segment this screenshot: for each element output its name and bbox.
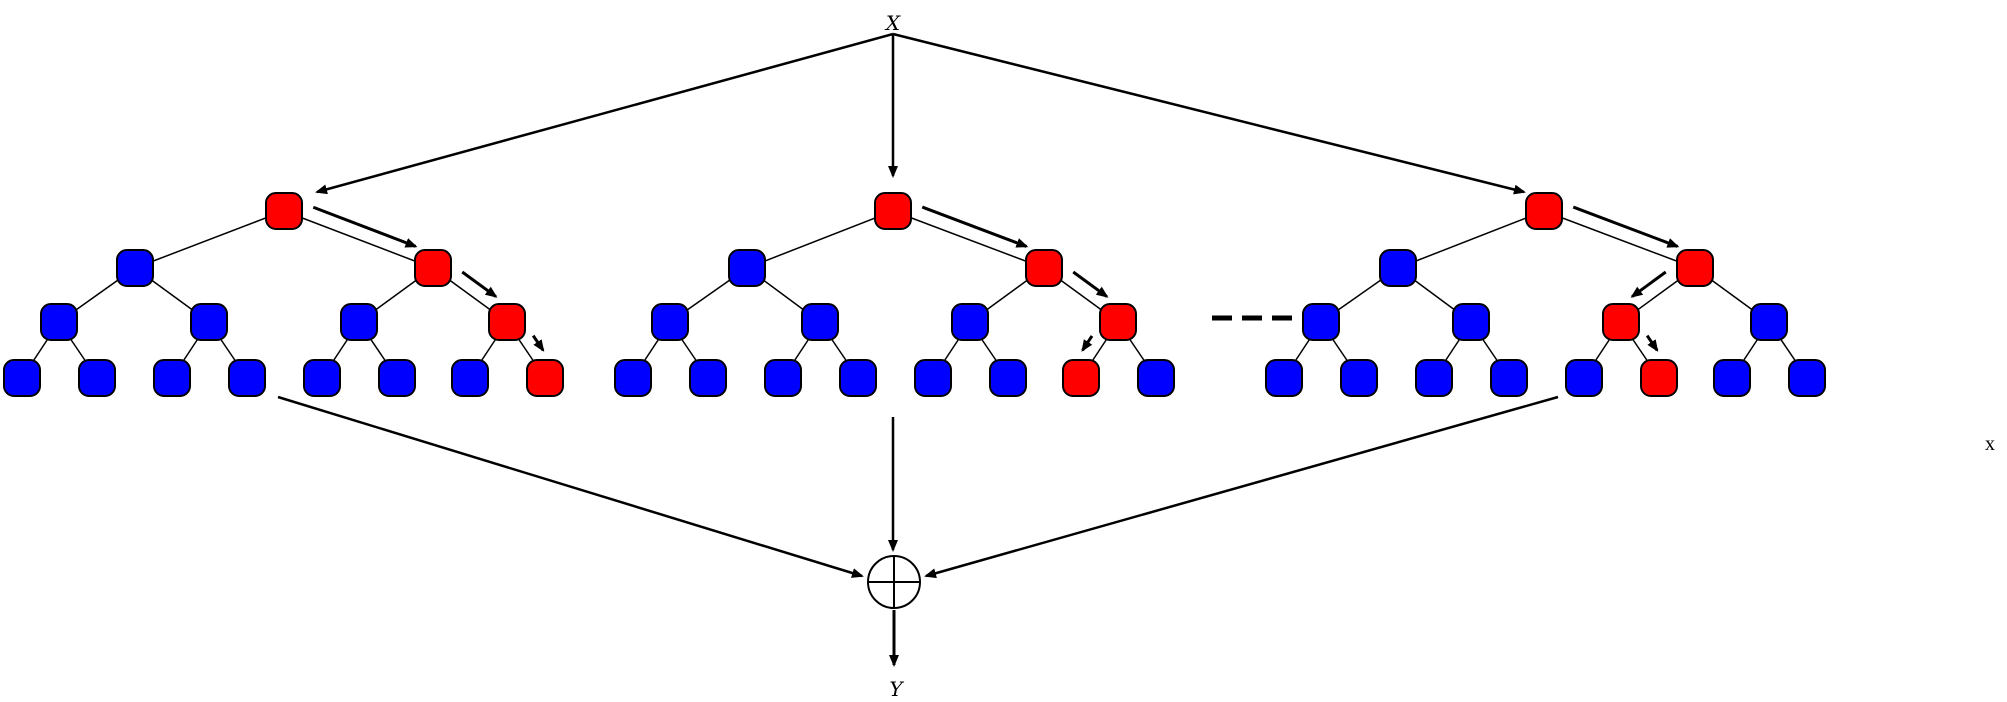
decision-node (1265, 359, 1303, 397)
tree-edge (134, 210, 285, 269)
decision-node (1452, 303, 1490, 341)
input-label: X (884, 11, 901, 35)
traversal-arrow (461, 270, 498, 298)
decision-node-active (488, 303, 526, 341)
decision-node-active (1025, 249, 1063, 287)
traversal-arrow (531, 334, 545, 352)
decision-node (1340, 359, 1378, 397)
decision-node (651, 303, 689, 341)
decision-node (3, 359, 41, 397)
traversal-arrow (312, 205, 418, 248)
traversal-arrow (1081, 335, 1094, 352)
decision-node (78, 359, 116, 397)
input-arrow-left (315, 32, 894, 195)
decision-node (153, 359, 191, 397)
tree-edge (746, 210, 894, 269)
tree-edge (892, 210, 1045, 269)
decision-node (728, 249, 766, 287)
decision-node (689, 359, 727, 397)
decision-node-active (1602, 303, 1640, 341)
decision-node (1415, 359, 1453, 397)
decision-node (951, 303, 989, 341)
decision-node (190, 303, 228, 341)
decision-node (839, 359, 877, 397)
decision-node (40, 303, 78, 341)
traversal-arrow (1072, 270, 1109, 298)
traversal-arrow (1645, 334, 1659, 352)
decision-node (764, 359, 802, 397)
decision-node-active (1525, 192, 1563, 230)
decision-node (1137, 359, 1175, 397)
tree-edge (283, 210, 434, 269)
output-label: Y (889, 677, 904, 701)
tree-edge (1543, 210, 1696, 269)
decision-node-active (1640, 359, 1678, 397)
decision-node (116, 249, 154, 287)
decision-node (303, 359, 341, 397)
decision-node (228, 359, 266, 397)
decision-node (614, 359, 652, 397)
decision-node (1788, 359, 1826, 397)
decision-node (378, 359, 416, 397)
sum-aggregator-icon (867, 555, 921, 609)
decision-node (1565, 359, 1603, 397)
trees-group (3, 192, 1826, 397)
flow-arrows (277, 32, 1559, 667)
tree-edge (1397, 210, 1545, 269)
decision-node-active (414, 249, 452, 287)
output-arrow-right (924, 395, 1559, 579)
decision-node-active (265, 192, 303, 230)
decision-node (1302, 303, 1340, 341)
decision-node (340, 303, 378, 341)
decision-node (989, 359, 1027, 397)
traversal-arrow (1572, 205, 1680, 248)
traversal-arrow (921, 205, 1029, 248)
input-arrow-right (892, 32, 1526, 195)
traversal-arrow (1630, 270, 1667, 298)
decision-node-active (1062, 359, 1100, 397)
decision-node (914, 359, 952, 397)
decision-node (1750, 303, 1788, 341)
decision-node-active (874, 192, 912, 230)
decision-node (1490, 359, 1528, 397)
decision-node (1379, 249, 1417, 287)
decision-node (801, 303, 839, 341)
decision-node (1713, 359, 1751, 397)
decision-node (451, 359, 489, 397)
decision-node-active (1676, 249, 1714, 287)
decision-node-active (1099, 303, 1137, 341)
output-arrow-left (277, 395, 864, 578)
decision-node-active (526, 359, 564, 397)
side-label: x (1985, 433, 1995, 455)
